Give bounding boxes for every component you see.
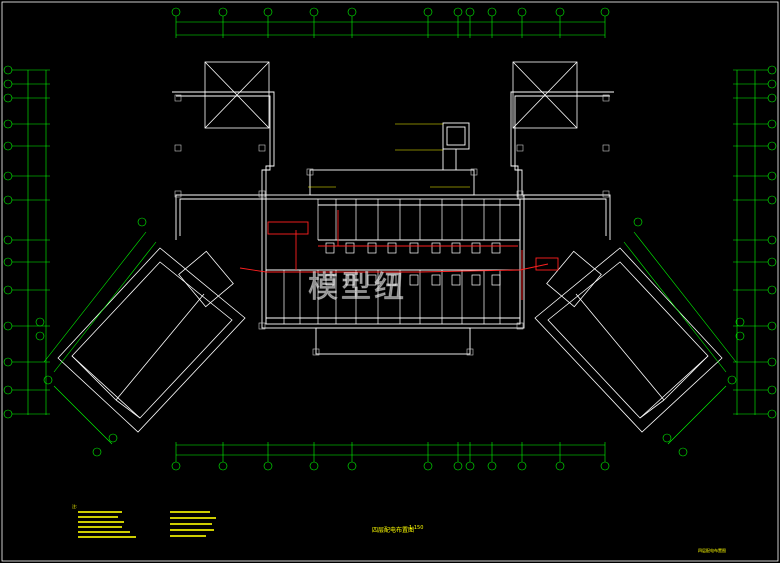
axis-bubble — [347, 7, 357, 17]
axis-bubble — [600, 7, 610, 17]
room-fixture — [491, 242, 501, 254]
room-fixture — [325, 242, 335, 254]
room-fixture — [387, 274, 397, 286]
room-fixture — [431, 242, 441, 254]
room-fixture — [471, 242, 481, 254]
structural-column — [312, 348, 320, 356]
room-fixture — [345, 242, 355, 254]
room-fixture — [325, 274, 335, 286]
axis-bubble — [423, 7, 433, 17]
room-fixture — [409, 242, 419, 254]
notes-line — [170, 517, 216, 519]
notes-line — [170, 511, 210, 513]
structural-column — [470, 168, 478, 176]
structural-column — [174, 190, 182, 198]
title-block-name: 四层配电布置图 — [698, 548, 726, 553]
notes-line — [78, 536, 136, 538]
axis-bubble — [555, 7, 565, 17]
structural-column — [516, 190, 524, 198]
top-dimension-chain — [175, 16, 606, 38]
plan-scale: 1:150 — [409, 525, 424, 531]
bottom-dimension-chain — [176, 444, 605, 456]
notes-line — [78, 526, 122, 528]
room-fixture — [345, 274, 355, 286]
room-fixture — [409, 274, 419, 286]
structural-column — [466, 348, 474, 356]
right-dimension-chain — [736, 70, 756, 415]
left-axis-bubbles — [3, 65, 50, 419]
notes-line — [170, 523, 212, 525]
diagonal-axis-bubbles — [35, 217, 745, 457]
room-fixture — [431, 274, 441, 286]
structural-column — [602, 144, 610, 152]
room-fixture — [491, 274, 501, 286]
notes-line — [78, 521, 124, 523]
structural-column — [306, 168, 314, 176]
structural-column — [602, 94, 610, 102]
axis-bubble — [171, 7, 181, 17]
notes-line — [170, 529, 214, 531]
axis-bubble — [465, 7, 475, 17]
notes-line — [78, 531, 130, 533]
notes-line — [170, 535, 206, 537]
notes-line — [78, 511, 122, 513]
bottom-axis-bubbles — [171, 442, 610, 471]
left-diagonal-wing — [57, 247, 246, 433]
diagonal-dimensions — [43, 231, 737, 445]
structural-columns — [174, 94, 610, 356]
room-fixture — [471, 274, 481, 286]
structural-column — [174, 94, 182, 102]
room-fixture — [367, 274, 377, 286]
structural-column — [602, 190, 610, 198]
right-diagonal-wing — [534, 247, 723, 433]
roof-pyramids — [204, 61, 578, 129]
building-walls — [172, 91, 614, 355]
structural-column — [258, 322, 266, 330]
right-axis-bubbles — [733, 65, 777, 419]
top-axis-bubbles — [171, 7, 610, 17]
structural-column — [174, 144, 182, 152]
structural-column — [258, 144, 266, 152]
annotation-marks — [308, 123, 470, 188]
power-wiring — [239, 210, 559, 300]
axis-bubble — [218, 7, 228, 17]
axis-bubble — [453, 7, 463, 17]
axis-bubble — [263, 7, 273, 17]
room-fixture — [387, 242, 397, 254]
structural-column — [258, 190, 266, 198]
structural-column — [516, 144, 524, 152]
left-dimension-chain — [27, 70, 47, 415]
room-fixture — [451, 274, 461, 286]
room-partitions — [265, 199, 521, 324]
room-fixture — [367, 242, 377, 254]
structural-column — [516, 322, 524, 330]
watermark: 模型纽 — [308, 270, 407, 306]
room-fixture — [451, 242, 461, 254]
axis-bubble — [517, 7, 527, 17]
axis-bubble — [309, 7, 319, 17]
axis-bubble — [487, 7, 497, 17]
notes-line — [78, 516, 118, 518]
plan-title: 四层配电布置图 — [372, 527, 415, 534]
notes-title: 注: — [72, 504, 78, 509]
